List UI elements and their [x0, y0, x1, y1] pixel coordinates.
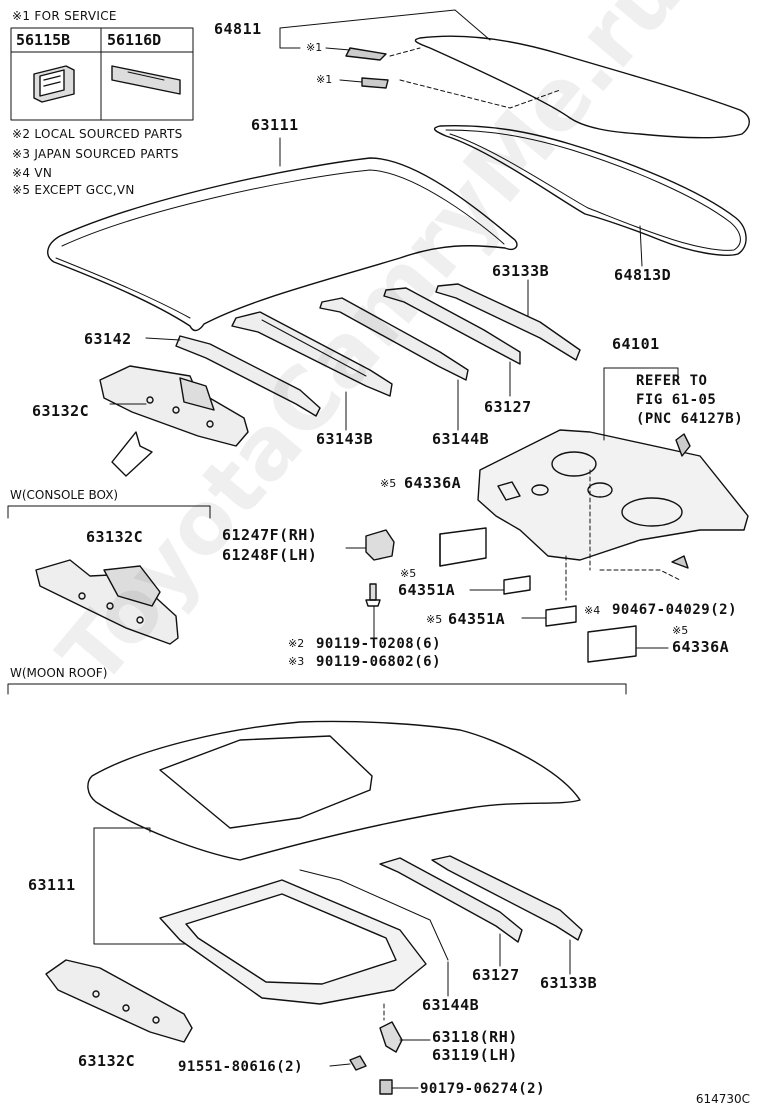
mark-5-a: ※5 — [380, 477, 397, 490]
label-63111: 63111 — [251, 116, 299, 134]
moon-roof-variant — [7, 683, 627, 1095]
label-91551: 91551-80616(2) — [178, 1059, 304, 1075]
console-variant — [7, 505, 211, 645]
mark-1-lower: ※1 — [316, 73, 333, 86]
mark-4: ※4 — [584, 604, 601, 617]
bracket-and-bolt — [345, 529, 395, 641]
refer-line-1: REFER TO — [636, 373, 708, 389]
label-63118: 63118(RH) — [432, 1028, 518, 1046]
roof-panel — [47, 137, 518, 332]
label-61247F: 61247F(RH) — [222, 526, 318, 544]
label-64351A-left: 64351A — [398, 581, 456, 599]
label-61248F: 61248F(LH) — [222, 546, 318, 564]
label-90119-06802: 90119-06802(6) — [316, 654, 442, 670]
mark-5-c: ※5 — [426, 613, 443, 626]
label-63144B: 63144B — [432, 430, 490, 448]
label-moon-63132C: 63132C — [78, 1052, 136, 1070]
note-japan-sourced: ※3 JAPAN SOURCED PARTS — [12, 147, 179, 161]
label-63133B: 63133B — [492, 262, 550, 280]
label-moon-63127: 63127 — [472, 966, 520, 984]
note-local-sourced: ※2 LOCAL SOURCED PARTS — [12, 127, 183, 141]
service-box-title: ※1 FOR SERVICE — [12, 9, 117, 23]
note-vn: ※4 VN — [12, 166, 53, 180]
label-64813D: 64813D — [614, 266, 672, 284]
package-tray — [477, 367, 749, 601]
label-63119: 63119(LH) — [432, 1046, 518, 1064]
label-63127: 63127 — [484, 398, 532, 416]
insulator-pads — [439, 527, 669, 663]
variant-moon-roof: W(MOON ROOF) — [10, 666, 108, 680]
label-64351A-right: 64351A — [448, 610, 506, 628]
mark-5-d: ※5 — [672, 624, 689, 637]
label-moon-63144B: 63144B — [422, 996, 480, 1014]
label-90467: 90467-04029(2) — [612, 602, 738, 618]
label-63142: 63142 — [84, 330, 132, 348]
part-56116D: 56116D — [107, 31, 162, 49]
mark-1-upper: ※1 — [306, 41, 323, 54]
label-63132C: 63132C — [32, 402, 90, 420]
refer-line-2: FIG 61-05 — [636, 392, 717, 408]
label-90179: 90179-06274(2) — [420, 1081, 546, 1097]
label-moon-63111: 63111 — [28, 876, 76, 894]
front-header-panel — [99, 365, 249, 477]
mark-2: ※2 — [288, 637, 305, 650]
note-except-gcc-vn: ※5 EXCEPT GCC,VN — [12, 183, 135, 197]
mark-3: ※3 — [288, 655, 305, 668]
mark-5-b: ※5 — [400, 567, 417, 580]
rear-window-glass — [279, 9, 750, 267]
label-console-63132C: 63132C — [86, 528, 144, 546]
label-64336A-upper: 64336A — [404, 474, 462, 492]
label-64336A-lower: 64336A — [672, 638, 730, 656]
label-moon-63133B: 63133B — [540, 974, 598, 992]
label-90119-T0208: 90119-T0208(6) — [316, 636, 442, 652]
service-box — [10, 27, 194, 121]
label-64101: 64101 — [612, 335, 660, 353]
refer-line-3: (PNC 64127B) — [636, 411, 744, 427]
part-56115B: 56115B — [16, 31, 71, 49]
figure-number: 614730C — [695, 1092, 750, 1106]
label-63143B: 63143B — [316, 430, 374, 448]
variant-console-box: W(CONSOLE BOX) — [10, 488, 119, 502]
label-64811: 64811 — [214, 20, 262, 38]
roof-bows — [145, 279, 581, 431]
